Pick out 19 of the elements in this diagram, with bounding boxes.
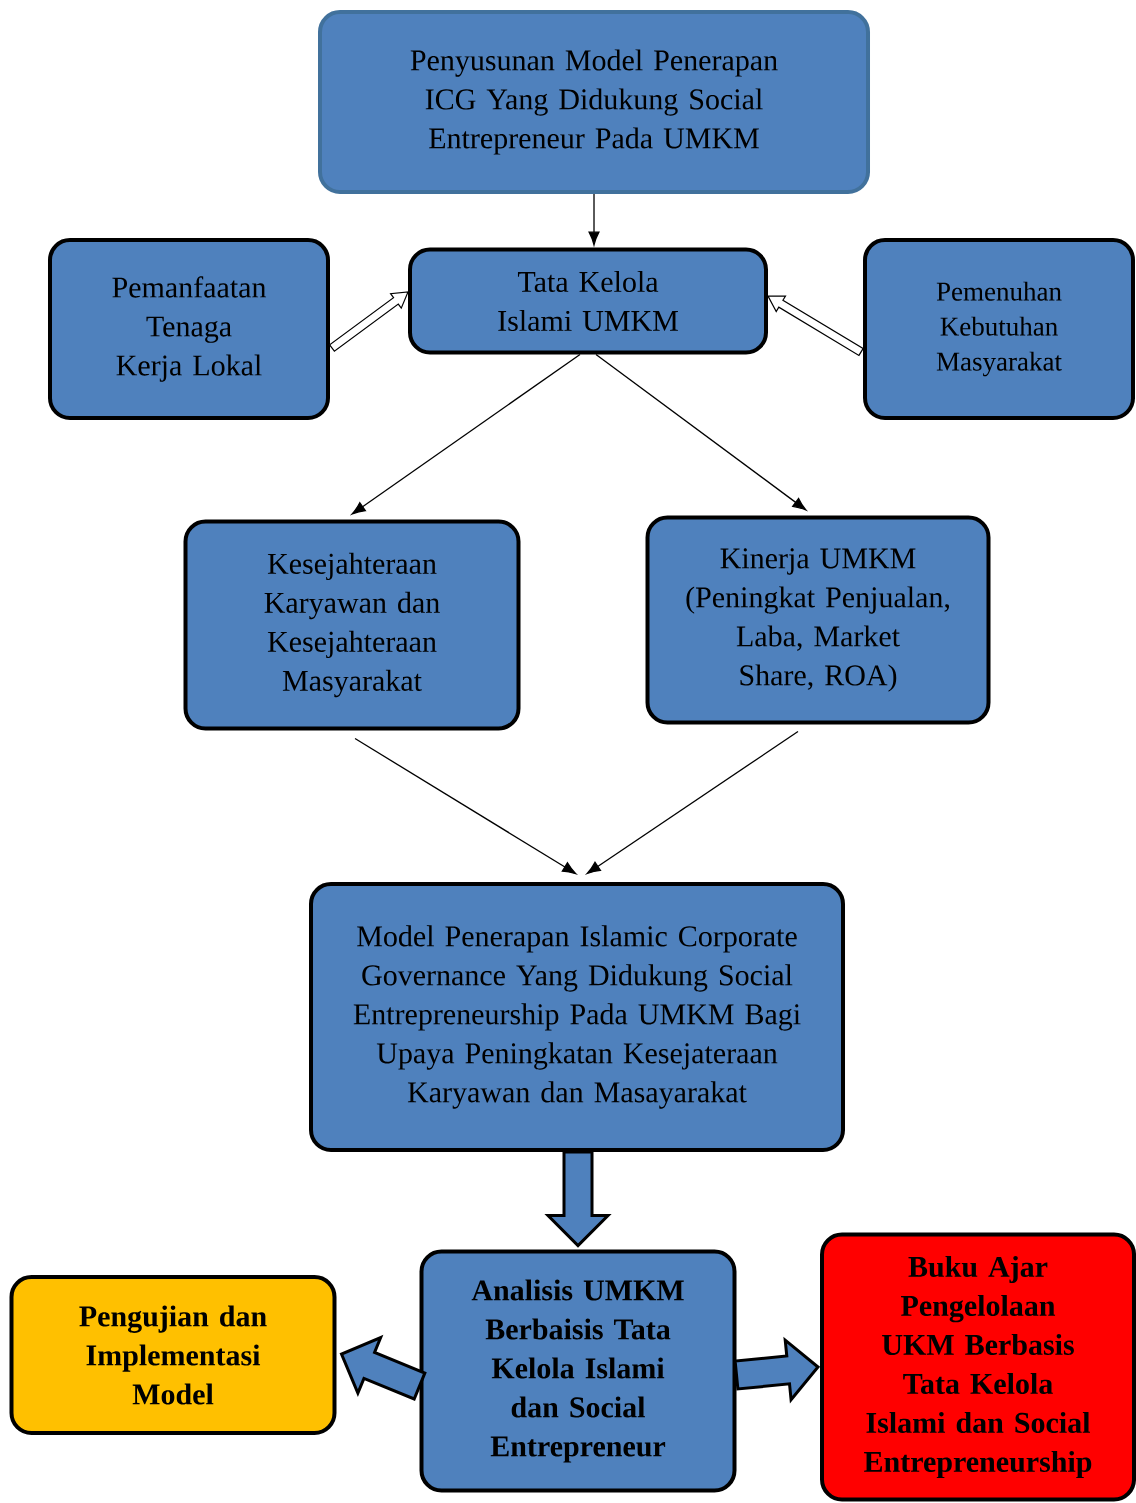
block-arrow	[733, 1336, 821, 1404]
arrow	[586, 730, 799, 875]
arrow	[588, 193, 600, 246]
process-box: Model Penerapan Islamic Corporate Governance Yang Didukung Social Entrepreneurship Pada UMKM Bagi Upaya Peningkatan Kesejateraan Karyawan dan Masayarakat	[309, 882, 845, 1152]
process-box: Tata Kelola Islami UMKM	[408, 247, 768, 355]
block-arrow	[339, 1334, 427, 1401]
process-box: Pemanfaatan Tenaga Kerja Lokal	[48, 238, 330, 420]
arrow	[351, 353, 581, 515]
arrow	[595, 353, 807, 511]
block-arrow	[544, 1150, 612, 1248]
process-box: Pengujian dan Implementasi Model	[9, 1275, 337, 1435]
process-box: Penyusunan Model Penerapan ICG Yang Didukung Social Entrepreneur Pada UMKM	[318, 10, 870, 194]
process-box: Kesejahteraan Karyawan dan Kesejahteraan Masyarakat	[183, 519, 521, 731]
process-box: Kinerja UMKM (Peningkat Penjualan, Laba, Market Share, ROA)	[645, 515, 991, 725]
process-box: Analisis UMKM Berbaisis Tata Kelola Islami dan Social Entrepreneur	[419, 1249, 737, 1493]
arrow	[354, 737, 577, 875]
process-box: Pemenuhan Kebutuhan Masyarakat	[863, 238, 1135, 420]
block-arrow	[767, 295, 864, 357]
process-box: Buku Ajar Pengelolaan UKM Berbasis Tata Kelola Islami dan Social Entrepreneurship	[820, 1232, 1136, 1502]
